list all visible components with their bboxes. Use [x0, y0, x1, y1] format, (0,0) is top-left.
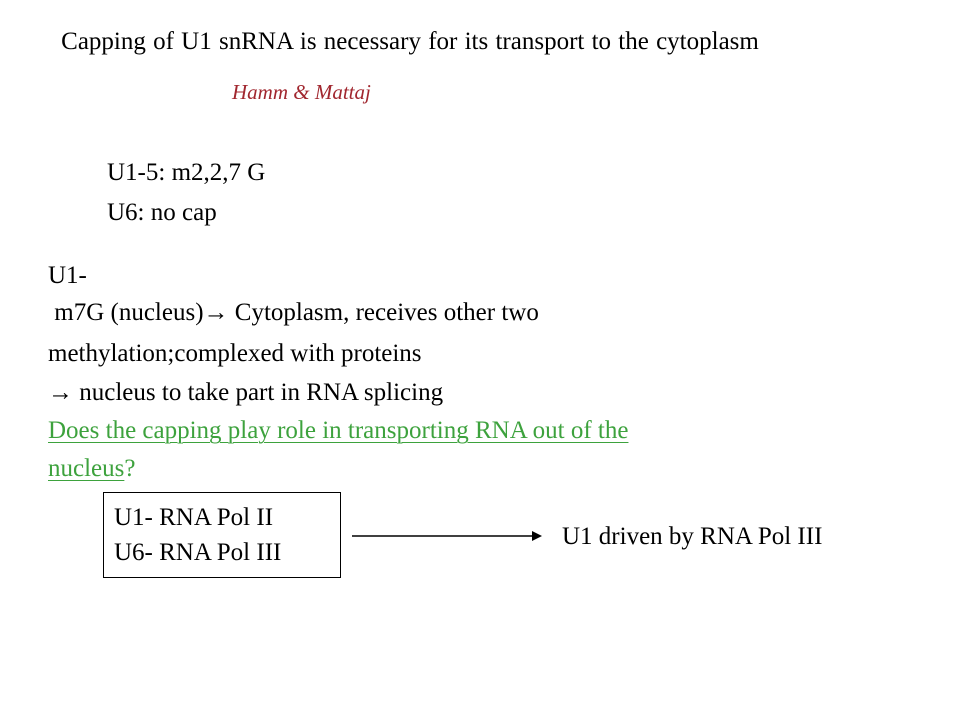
arrow-result-text: U1 driven by RNA Pol III — [562, 523, 823, 550]
question-mark: ? — [124, 455, 136, 482]
u1-line: m7G (nucleus)→ Cytoplasm, receives other… — [48, 299, 539, 326]
question-line-1: Does the capping play role in transporti… — [48, 414, 628, 448]
question-link[interactable]: Does the capping play role in transporti… — [48, 417, 629, 444]
author-citation: Hamm & Mattaj — [232, 80, 371, 104]
u1-line: methylation;complexed with proteins — [48, 340, 422, 367]
box-line: U1- RNA Pol II — [114, 504, 274, 531]
cap-list-item: U1-5: m2,2,7 G — [107, 159, 266, 186]
u1-line: → nucleus to take part in RNA splicing — [48, 379, 444, 406]
question-line-2: nucleus? — [48, 452, 135, 486]
slide-title: Capping of U1 snRNA is necessary for its… — [61, 28, 759, 55]
polymerase-box: U1- RNA Pol II U6- RNA Pol III — [103, 492, 341, 578]
cap-list-item: U6: no cap — [107, 199, 217, 226]
u1-heading: U1- — [48, 262, 87, 289]
question-link[interactable]: nucleus — [48, 455, 125, 482]
arrow-icon — [352, 531, 542, 541]
box-line: U6- RNA Pol III — [114, 539, 282, 566]
